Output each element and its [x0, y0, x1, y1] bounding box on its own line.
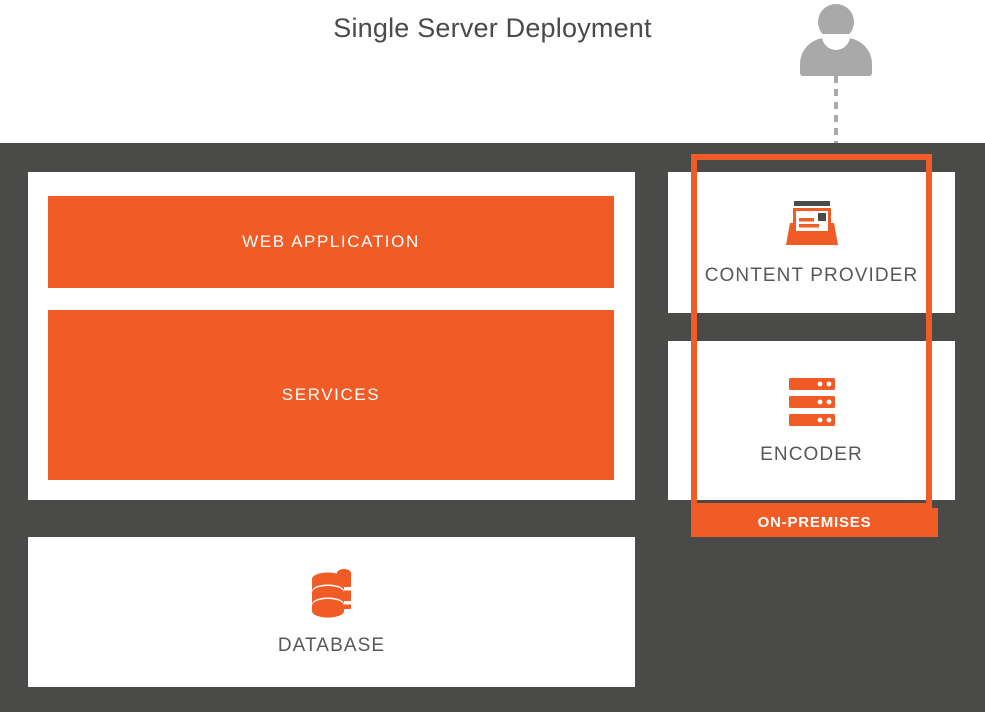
on-premises-banner-label: ON-PREMISES	[757, 514, 872, 531]
encoder-card[interactable]: ENCODER	[668, 341, 955, 500]
services-block[interactable]: SERVICES	[48, 310, 614, 480]
database-icon	[304, 561, 360, 623]
content-provider-card[interactable]: CONTENT PROVIDER	[668, 172, 955, 313]
services-label: SERVICES	[281, 385, 381, 404]
encoder-label: ENCODER	[760, 443, 863, 465]
web-application-label: WEB APPLICATION	[242, 232, 420, 251]
server-stack-icon	[787, 376, 837, 428]
actor-connector-dashed-line	[834, 76, 838, 146]
content-provider-label: CONTENT PROVIDER	[704, 264, 919, 286]
person-icon-neck	[822, 34, 850, 50]
inbox-tray-icon	[782, 199, 842, 251]
web-application-block[interactable]: WEB APPLICATION	[48, 196, 614, 288]
database-label: DATABASE	[277, 635, 386, 656]
page-title: Single Server Deployment	[333, 13, 652, 43]
database-card[interactable]: DATABASE	[28, 537, 635, 687]
on-premises-banner: ON-PREMISES	[691, 508, 938, 537]
user-actor	[800, 4, 872, 80]
